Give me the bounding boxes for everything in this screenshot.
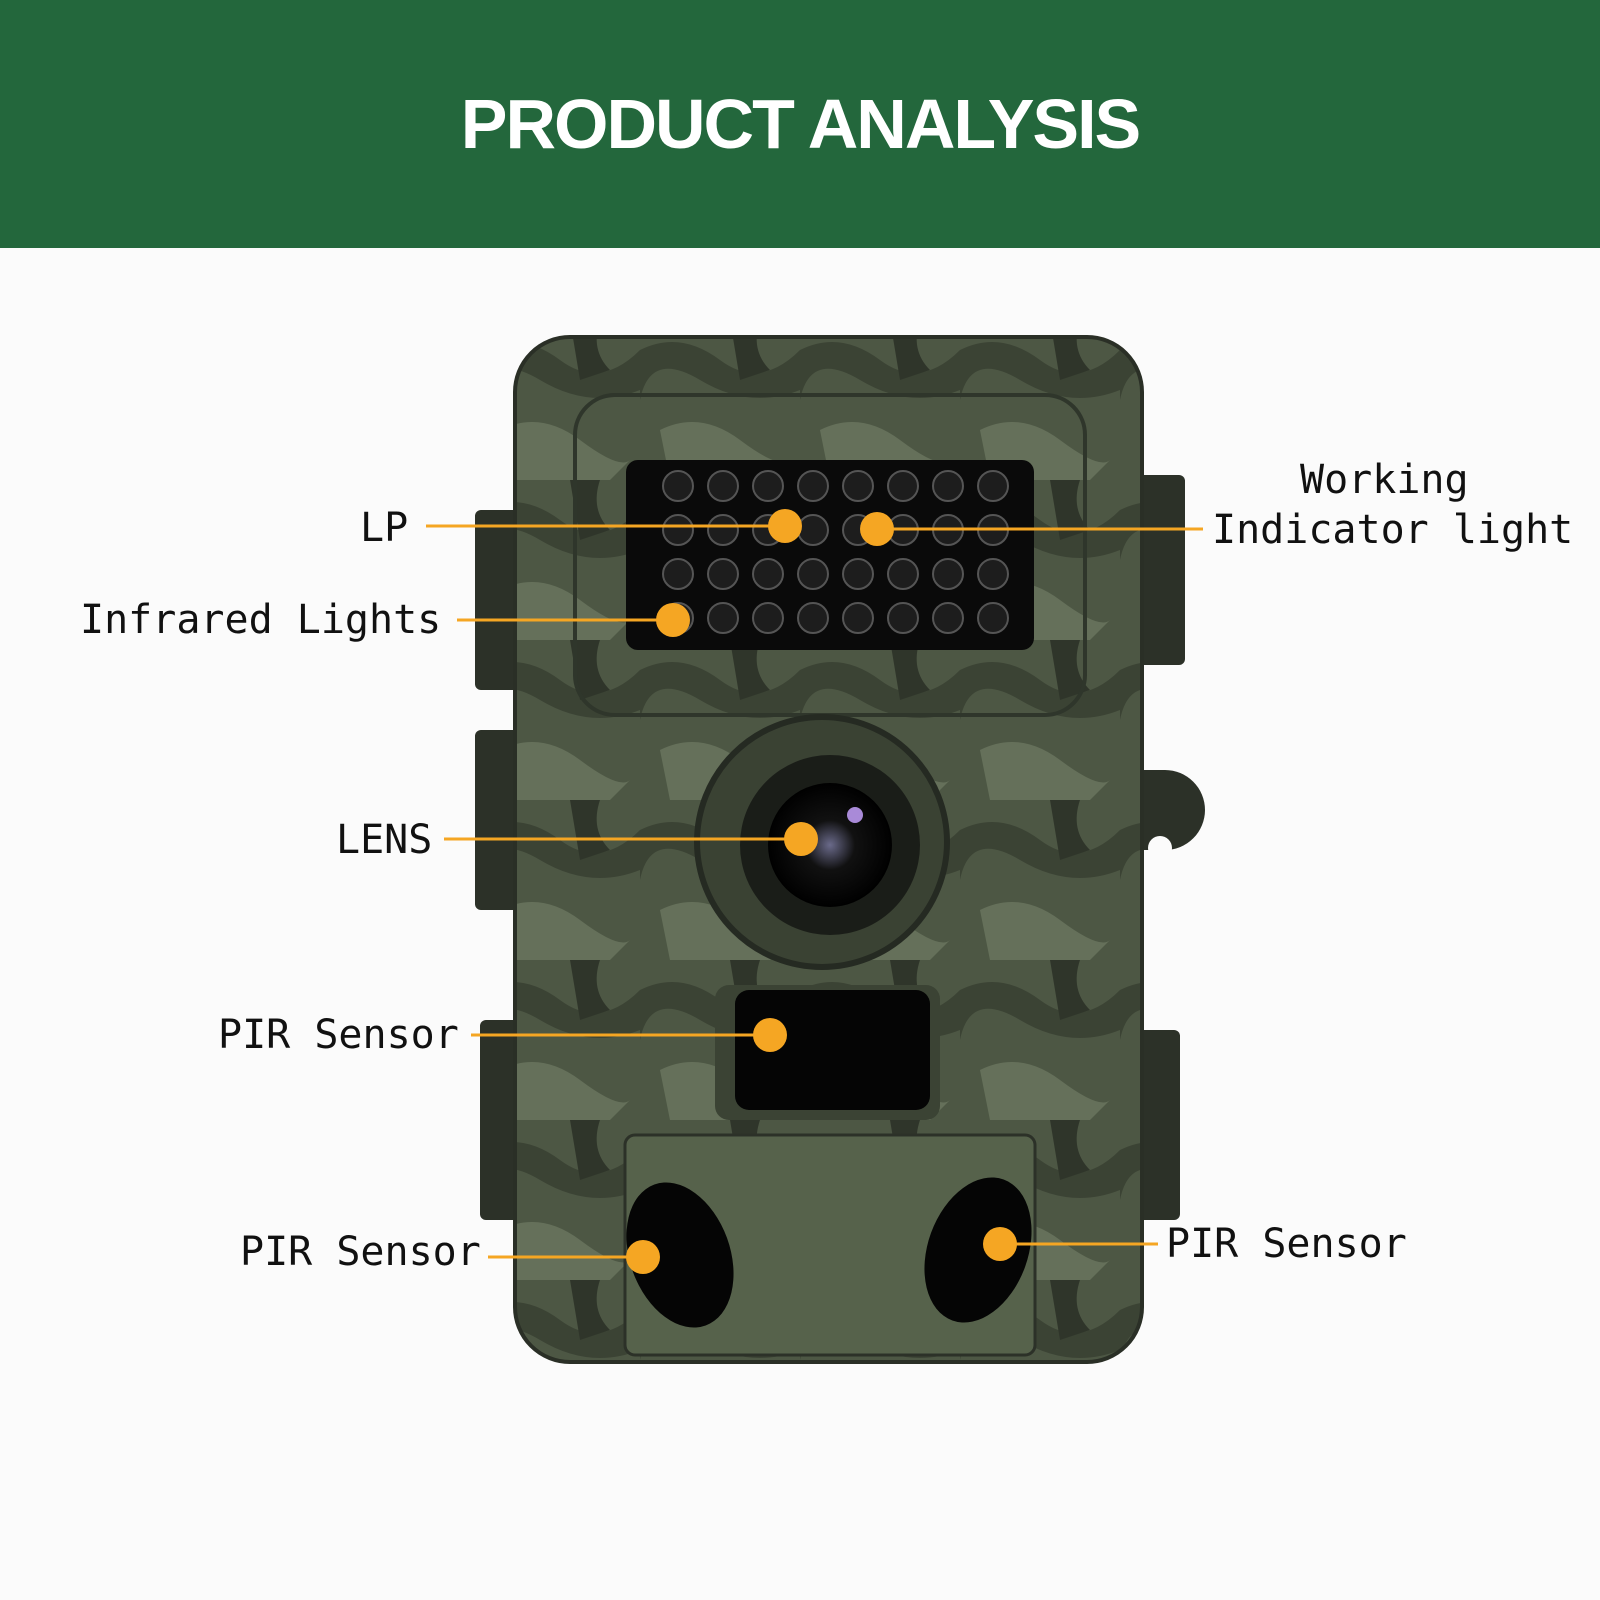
- pir-window-right: [924, 1177, 1032, 1323]
- ir-led: [842, 558, 874, 590]
- ir-led: [707, 514, 739, 546]
- pir-window-left: [626, 1182, 734, 1328]
- label-lens: LENS: [336, 817, 433, 863]
- ir-led: [752, 558, 784, 590]
- callout-dots: [626, 509, 1017, 1274]
- page-title: PRODUCT ANALYSIS: [460, 85, 1141, 163]
- ir-led: [932, 558, 964, 590]
- ir-led: [797, 602, 829, 634]
- ir-led: [932, 470, 964, 502]
- ir-led: [887, 558, 919, 590]
- label-lp: LP: [360, 505, 409, 551]
- ir-led: [797, 514, 829, 546]
- ir-led: [887, 470, 919, 502]
- ir-led: [662, 470, 694, 502]
- ir-led: [752, 602, 784, 634]
- label-indicator-light: Indicator light: [1212, 507, 1574, 553]
- ir-led: [932, 602, 964, 634]
- ir-led: [977, 602, 1009, 634]
- ir-panel: [626, 460, 1034, 650]
- ir-led: [662, 514, 694, 546]
- pir-window-center: [735, 990, 930, 1110]
- label-pir-left: PIR Sensor: [240, 1229, 481, 1275]
- ir-led: [842, 470, 874, 502]
- ir-led: [977, 470, 1009, 502]
- ir-led: [707, 558, 739, 590]
- label-working: Working: [1300, 457, 1469, 503]
- ir-led: [977, 558, 1009, 590]
- ir-led: [797, 558, 829, 590]
- ir-led: [707, 470, 739, 502]
- label-pir-right: PIR Sensor: [1166, 1221, 1407, 1267]
- callout-lines: [426, 524, 1203, 1259]
- header-banner: PRODUCT ANALYSIS: [0, 0, 1600, 248]
- label-infrared-lights: Infrared Lights: [80, 597, 442, 643]
- ir-led: [842, 602, 874, 634]
- label-pir-center: PIR Sensor: [218, 1012, 459, 1058]
- ir-led: [887, 602, 919, 634]
- ir-led: [752, 470, 784, 502]
- ir-led: [707, 602, 739, 634]
- ir-led: [797, 470, 829, 502]
- ir-led: [662, 558, 694, 590]
